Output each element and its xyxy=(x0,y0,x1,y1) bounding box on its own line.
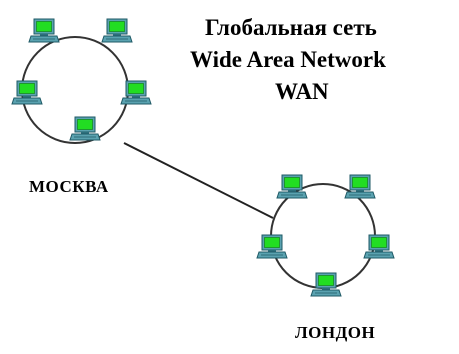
computer-icon xyxy=(256,234,288,259)
moscow-network xyxy=(11,18,152,144)
computer-icon xyxy=(120,80,152,105)
london-network xyxy=(256,174,395,297)
computer-icon xyxy=(344,174,376,199)
title-russian: Глобальная сеть xyxy=(205,15,377,40)
computer-icon xyxy=(310,272,342,297)
computer-icon xyxy=(276,174,308,199)
computer-icon xyxy=(11,80,43,105)
computer-icon xyxy=(69,116,101,141)
title-abbreviation: WAN xyxy=(275,79,329,104)
wan-link xyxy=(123,142,274,219)
title-english: Wide Area Network xyxy=(190,47,386,72)
london-ring xyxy=(270,183,376,289)
city-label-moscow: МОСКВА xyxy=(29,177,109,196)
city-label-london: ЛОНДОН xyxy=(295,323,376,342)
computer-icon xyxy=(28,18,60,43)
computer-icon xyxy=(101,18,133,43)
computer-icon xyxy=(363,234,395,259)
